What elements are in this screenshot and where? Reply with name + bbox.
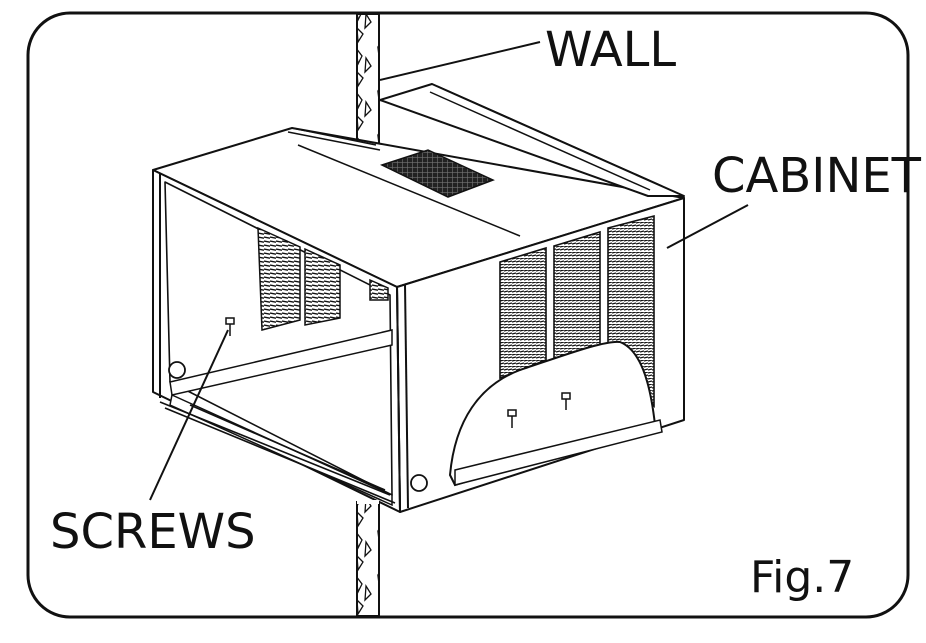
hole-front-left xyxy=(168,361,186,379)
side-louvers xyxy=(499,214,655,409)
top-mesh-grille xyxy=(379,149,495,198)
leader-lines xyxy=(149,41,749,501)
screw-left xyxy=(225,317,235,336)
wall-gap-cover xyxy=(357,500,379,504)
side-mounting-plate xyxy=(448,340,657,487)
interior-bottom-rail xyxy=(169,329,393,507)
interior-louvers xyxy=(257,226,389,331)
front-frame xyxy=(152,170,409,513)
screws-leader-1 xyxy=(149,329,229,501)
bottom-rails xyxy=(159,401,396,504)
hole-front-right xyxy=(410,474,428,492)
wall-label: WALL xyxy=(545,22,676,78)
screw-right-1 xyxy=(507,409,517,428)
wall-lower xyxy=(356,501,380,617)
screws-label: SCREWS xyxy=(50,504,256,560)
top-rails xyxy=(287,85,663,237)
figure-number: Fig.7 xyxy=(750,552,854,603)
cabinet-leader xyxy=(666,204,749,249)
screw-right-2 xyxy=(561,392,571,410)
cabinet-label: CABINET xyxy=(712,148,922,204)
wall-leader xyxy=(379,41,541,81)
side-rail xyxy=(454,419,663,486)
